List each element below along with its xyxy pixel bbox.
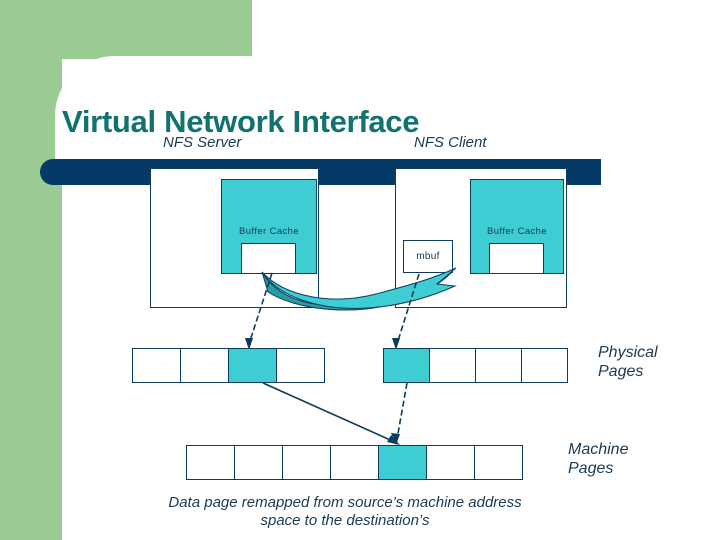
page-cell bbox=[180, 348, 229, 383]
page-row-physical-pages-server bbox=[132, 348, 325, 383]
page-cell bbox=[474, 445, 523, 480]
buffer-cache-server-label: Buffer Cache bbox=[238, 226, 300, 237]
page-cell bbox=[426, 445, 475, 480]
page-cell-filled bbox=[383, 348, 430, 383]
page-row-machine-pages bbox=[186, 445, 523, 480]
decorative-green-block bbox=[0, 0, 252, 59]
host-label-nfs-client: NFS Client bbox=[414, 134, 487, 151]
decorative-white-rounded-panel bbox=[55, 56, 265, 176]
page-cell-filled bbox=[228, 348, 277, 383]
page-cell bbox=[475, 348, 522, 383]
page-cell bbox=[132, 348, 181, 383]
page-cell bbox=[276, 348, 325, 383]
page-cell-filled bbox=[378, 445, 427, 480]
mbuf-box: mbuf bbox=[403, 240, 453, 273]
buffer-cache-client-label: Buffer Cache bbox=[486, 226, 548, 237]
buffer-cache-server-page bbox=[241, 243, 296, 274]
page-cell bbox=[234, 445, 283, 480]
physical-pages-label-line2: Pages bbox=[598, 363, 644, 380]
decorative-green-strip bbox=[0, 59, 62, 540]
physical-pages-label-line1: Physical bbox=[598, 344, 658, 361]
machine-pages-label-line2: Pages bbox=[568, 460, 614, 477]
page-cell bbox=[429, 348, 476, 383]
diagram-caption: Data page remapped from source’s machine… bbox=[168, 494, 522, 529]
physical-pages-label: Physical Pages bbox=[598, 343, 658, 381]
page-cell bbox=[521, 348, 568, 383]
machine-pages-label-line1: Machine bbox=[568, 441, 629, 458]
machine-pages-label: Machine Pages bbox=[568, 440, 628, 478]
page-cell bbox=[186, 445, 235, 480]
buffer-cache-client-page bbox=[489, 243, 544, 274]
page-cell bbox=[330, 445, 379, 480]
page-title: Virtual Network Interface bbox=[62, 104, 420, 139]
mbuf-label: mbuf bbox=[416, 251, 440, 262]
host-label-nfs-server: NFS Server bbox=[163, 134, 242, 151]
page-cell bbox=[282, 445, 331, 480]
page-row-physical-pages-client bbox=[383, 348, 568, 383]
